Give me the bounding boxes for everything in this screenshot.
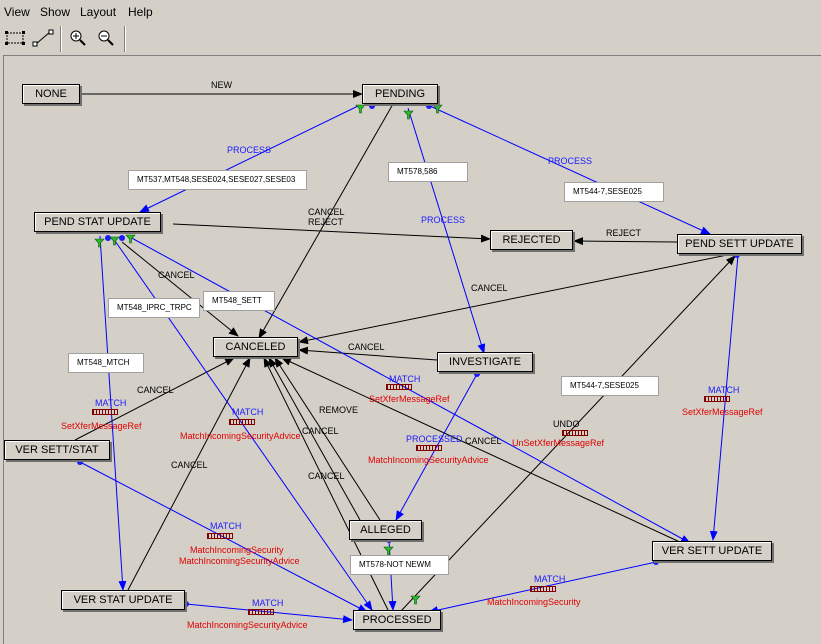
menu-bar: View Show Layout Help [0, 0, 821, 24]
state-pend-sett-update[interactable]: PEND SETT UPDATE [677, 234, 802, 254]
label-cancel-ver-stat: CANCEL [171, 460, 208, 470]
connect-icon[interactable] [31, 27, 55, 49]
label-processed: PROCESSED [406, 434, 463, 444]
edge-alleged-canceled-2 [268, 357, 361, 521]
label-match-6-action: MatchIncomingSecurityAdvice [187, 620, 308, 630]
edge-alleged-canceled-1 [274, 357, 381, 521]
label-process-right: PROCESS [548, 156, 593, 166]
label-match-1-action: SetXferMessageRef [61, 421, 142, 431]
edge-vss-canceled [74, 357, 235, 441]
state-ver-stat-update[interactable]: VER STAT UPDATE [61, 590, 185, 610]
menu-show[interactable]: Show [40, 5, 71, 19]
select-rect-icon[interactable] [3, 27, 27, 49]
label-cancel-alleged-2: CANCEL [308, 471, 345, 481]
label-process-center: PROCESS [421, 215, 466, 225]
annotation-mt544-top: MT544-7,SESE025 [564, 182, 664, 202]
state-rejected[interactable]: REJECTED [490, 230, 573, 250]
annotation-mt537: MT537,MT548,SESE024,SESE027,SESE03 [128, 170, 307, 190]
state-alleged[interactable]: ALLEGED [349, 520, 422, 540]
edge-reject [573, 237, 678, 246]
label-cancel-alleged-1: CANCEL [302, 426, 339, 436]
edge-investigate-canceled [298, 346, 438, 361]
edge-vstat-canceled [127, 357, 251, 591]
edge-process-investigate [407, 107, 486, 354]
edge-pend-sett-canceled [298, 252, 738, 345]
label-undo: UNDO [553, 419, 580, 429]
ruler-icon [530, 586, 556, 592]
label-cancel-pss: CANCEL [158, 270, 195, 280]
label-reject: REJECT [606, 228, 642, 238]
label-match-7: MATCH [534, 574, 566, 584]
menu-layout[interactable]: Layout [80, 5, 117, 19]
label-cancel-investigate: CANCEL [348, 342, 385, 352]
edge-process-pss [139, 105, 359, 213]
state-pending[interactable]: PENDING [362, 84, 438, 104]
edge-vsu-canceled [281, 357, 683, 544]
label-match-4: MATCH [232, 407, 264, 417]
label-cancel-ver-sett-stat: CANCEL [137, 385, 174, 395]
menu-view[interactable]: View [4, 5, 30, 19]
label-match-6: MATCH [252, 598, 284, 608]
state-pend-stat-update[interactable]: PEND STAT UPDATE [34, 212, 161, 232]
ruler-icon [229, 419, 255, 425]
label-cancel-reject-2: REJECT [308, 217, 344, 227]
toolbar-separator [60, 26, 62, 52]
label-match-7-action: MatchIncomingSecurity [487, 597, 581, 607]
edge-process-pend-sett [429, 105, 711, 235]
edge-pss-canceled [121, 241, 239, 337]
edge-pss-rejected [172, 223, 491, 243]
label-process-left: PROCESS [227, 145, 272, 155]
label-match-5: MATCH [210, 521, 242, 531]
state-investigate[interactable]: INVESTIGATE [437, 352, 533, 372]
label-undo-action: UnSetXferMessageRef [512, 438, 605, 448]
label-processed-action: MatchIncomingSecurityAdvice [368, 455, 489, 465]
zoom-in-icon[interactable] [66, 27, 90, 49]
filter-icons [94, 104, 443, 605]
annotation-mt548-iprc: MT548_IPRC_TRPC [108, 298, 200, 318]
state-ver-sett-stat[interactable]: VER SETT/STAT [4, 440, 110, 460]
state-none[interactable]: NONE [22, 84, 80, 104]
ruler-icon [207, 533, 233, 539]
ruler-icon [562, 430, 588, 436]
label-match-3-action: SetXferMessageRef [682, 407, 763, 417]
annotation-mt544-mid: MT544-7,SESE025 [561, 376, 659, 396]
label-cancel-ver-sett: CANCEL [465, 436, 502, 446]
state-canceled[interactable]: CANCELED [213, 337, 298, 357]
ruler-icon [248, 609, 274, 615]
edge-pending-canceled [258, 103, 394, 339]
toolbar-separator [124, 26, 126, 52]
label-cancel-pend-sett: CANCEL [471, 283, 508, 293]
menu-help[interactable]: Help [128, 5, 153, 19]
label-match-1: MATCH [95, 398, 127, 408]
ruler-icon [416, 445, 442, 451]
label-match-4-action: MatchIncomingSecurityAdvice [180, 431, 301, 441]
annotation-mt578-586: MT578,586 [388, 162, 468, 182]
label-match-3: MATCH [708, 385, 740, 395]
annotation-mt578-not-newm: MT578-NOT NEWM [350, 555, 449, 575]
annotation-mt548-sett: MT548_SETT [203, 291, 275, 311]
ruler-icon [704, 396, 730, 402]
label-new: NEW [211, 80, 232, 90]
state-processed[interactable]: PROCESSED [353, 610, 441, 630]
state-ver-sett-update[interactable]: VER SETT UPDATE [652, 541, 772, 561]
label-match-2: MATCH [389, 374, 421, 384]
label-remove: REMOVE [319, 405, 359, 415]
annotation-mt548-mtch: MT548_MTCH [68, 353, 144, 373]
label-match-5-action-2: MatchIncomingSecurityAdvice [179, 556, 300, 566]
ruler-icon [92, 409, 118, 415]
label-cancel-reject-1: CANCEL [308, 207, 345, 217]
ruler-icon [386, 384, 412, 390]
label-match-2-action: SetXferMessageRef [369, 394, 450, 404]
toolbar [0, 24, 821, 54]
zoom-out-icon[interactable] [94, 27, 118, 49]
label-match-5-action-1: MatchIncomingSecurity [190, 545, 284, 555]
